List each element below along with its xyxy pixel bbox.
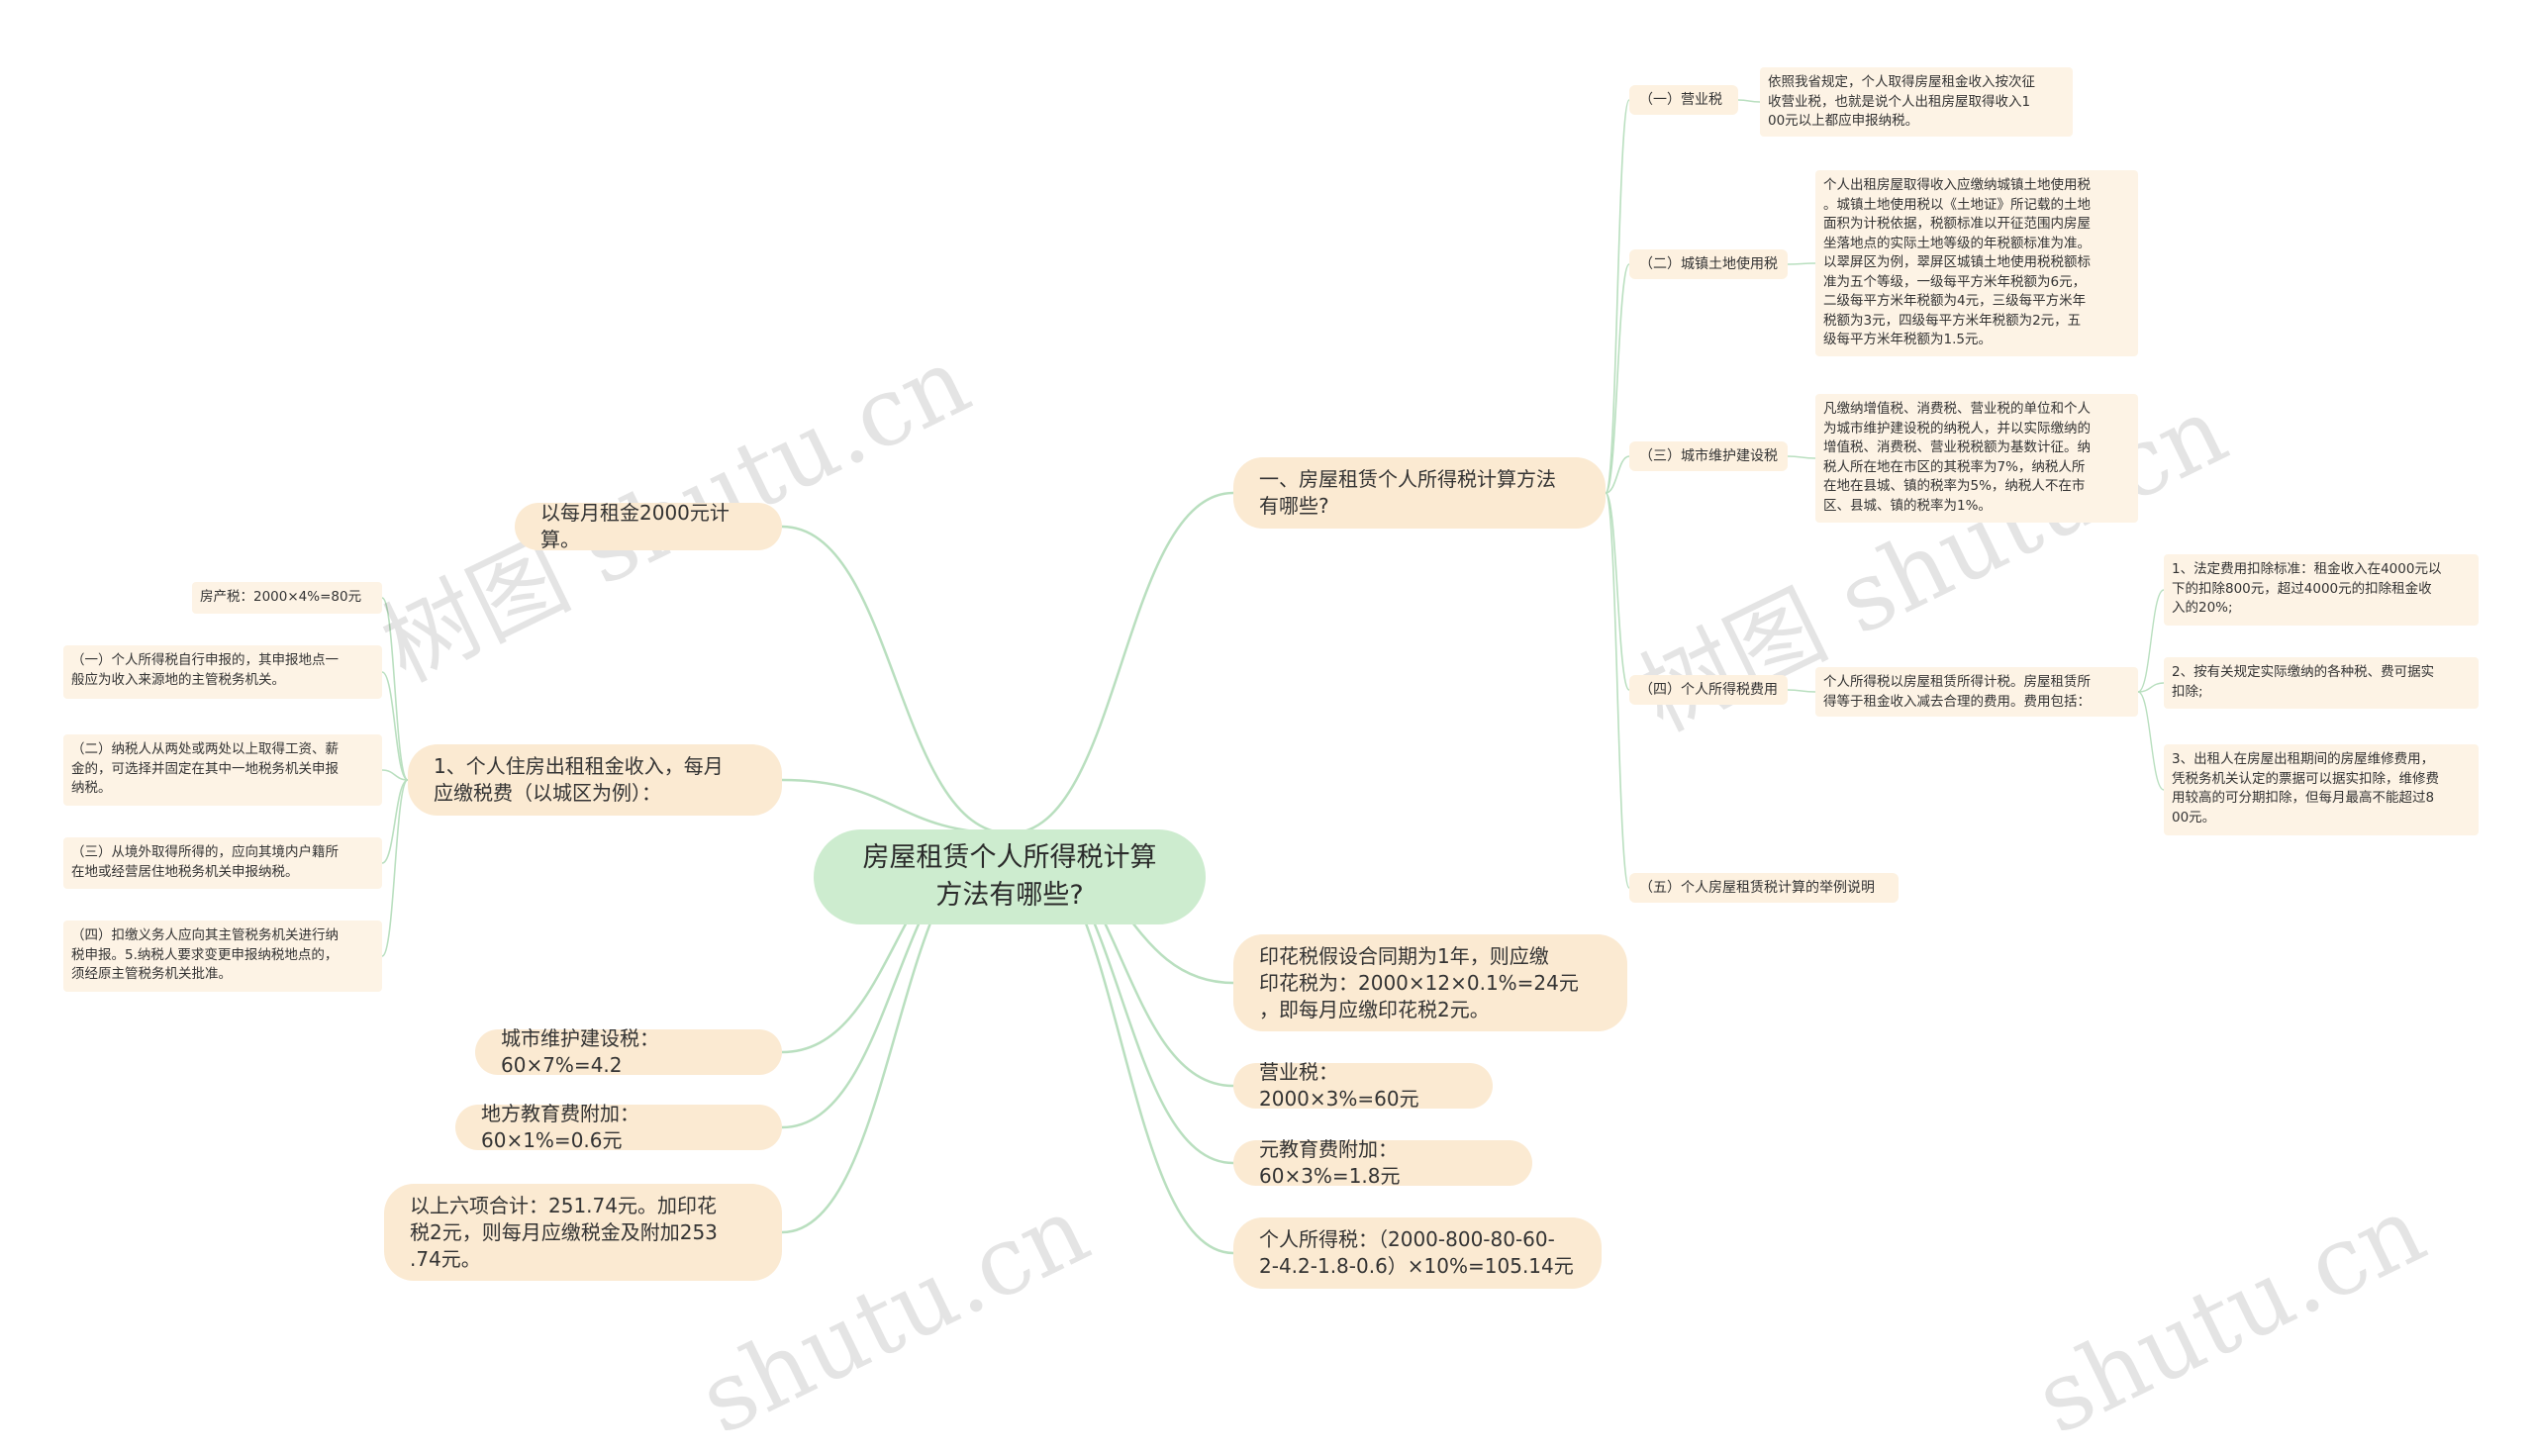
- connector-line: [1787, 689, 1816, 693]
- detail-city-maintenance-tax[interactable]: 凡缴纳增值税、消费税、营业税的单位和个人 为城市维护建设税的纳税人，并以实际缴纳…: [1815, 394, 2138, 523]
- connector-line: [1605, 492, 1630, 691]
- topic-text: 以每月租金2000元计算。: [540, 501, 730, 551]
- section-city-maintenance-tax[interactable]: （三）城市维护建设税: [1629, 441, 1788, 471]
- topic-text: 地方教育费附加：60×1%=0.6元: [481, 1102, 639, 1152]
- leaf-property-tax[interactable]: 房产税：2000×4%=80元: [192, 582, 382, 614]
- deduction-taxes-fees[interactable]: 2、按有关规定实际缴纳的各种税、费可据实 扣除;: [2164, 657, 2479, 709]
- topic-local-education-fee[interactable]: 地方教育费附加：60×1%=0.6元: [455, 1102, 782, 1152]
- topic-education-fee[interactable]: 元教育费附加：60×3%=1.8元: [1233, 1137, 1532, 1188]
- topic-calculation-method[interactable]: 一、房屋租赁个人所得税计算方法 有哪些?: [1233, 457, 1606, 529]
- topic-text: 印花税假设合同期为1年，则应缴 印花税为：2000×12×0.1%=24元 ，即…: [1259, 943, 1579, 1021]
- connector-line: [381, 769, 409, 781]
- topic-total[interactable]: 以上六项合计：251.74元。加印花 税2元，则每月应缴税金及附加253 .74…: [384, 1184, 782, 1281]
- topic-city-maintenance-tax[interactable]: 城市维护建设税：60×7%=4.2: [475, 1026, 782, 1077]
- detail-business-tax[interactable]: 依照我省规定，个人取得房屋租金收入按次征 收营业税，也就是说个人出租房屋取得收入…: [1760, 67, 2073, 137]
- root-topic-text: 房屋租赁个人所得税计算 方法有哪些?: [862, 842, 1157, 911]
- topic-monthly-rent[interactable]: 以每月租金2000元计算。: [515, 501, 782, 551]
- topic-text: 以上六项合计：251.74元。加印花 税2元，则每月应缴税金及附加253 .74…: [410, 1193, 718, 1271]
- topic-text: 元教育费附加：60×3%=1.8元: [1259, 1137, 1401, 1188]
- topic-income-tax[interactable]: 个人所得税：（2000-800-80-60- 2-4.2-1.8-0.6）×10…: [1233, 1217, 1602, 1289]
- connector-line: [1737, 99, 1761, 103]
- leaf-overseas-income[interactable]: （三）从境外取得所得的，应向其境内户籍所 在地或经营居住地税务机关申报纳税。: [63, 837, 382, 889]
- detail-land-use-tax[interactable]: 个人出租房屋取得收入应缴纳城镇土地使用税 。城镇土地使用税以《土地证》所记载的土…: [1815, 170, 2138, 356]
- connector-line: [2137, 589, 2165, 693]
- connector-line: [381, 779, 409, 957]
- section-income-tax-expenses[interactable]: （四）个人所得税费用: [1629, 675, 1788, 705]
- topic-text: 一、房屋租赁个人所得税计算方法 有哪些?: [1259, 467, 1556, 518]
- section-example[interactable]: （五）个人房屋租赁税计算的举例说明: [1629, 873, 1899, 903]
- connector-line: [381, 597, 409, 781]
- topic-text: 城市维护建设税：60×7%=4.2: [501, 1026, 659, 1077]
- connector-line: [381, 671, 409, 781]
- connector-line: [1605, 492, 1630, 889]
- topic-business-tax[interactable]: 营业税：2000×3%=60元: [1233, 1060, 1493, 1111]
- topic-text: 1、个人住房出租租金收入，每月 应缴税费（以城区为例）：: [434, 754, 724, 805]
- leaf-multiple-salary[interactable]: （二）纳税人从两处或两处以上取得工资、薪 金的，可选择并固定在其中一地税务机关申…: [63, 734, 382, 806]
- connector-line: [2137, 691, 2165, 791]
- section-business-tax[interactable]: （一）营业税: [1629, 85, 1738, 115]
- connector-line: [2137, 682, 2165, 693]
- mindmap-canvas: 树图 shutu.cn 树图 shutu.cn shutu.cn shutu.c…: [63, 67, 2479, 1456]
- topic-text: 营业税：2000×3%=60元: [1259, 1060, 1419, 1111]
- topic-stamp-tax[interactable]: 印花税假设合同期为1年，则应缴 印花税为：2000×12×0.1%=24元 ，即…: [1233, 934, 1627, 1031]
- deduction-statutory[interactable]: 1、法定费用扣除标准：租金收入在4000元以 下的扣除800元，超过4000元的…: [2164, 554, 2479, 626]
- deduction-maintenance[interactable]: 3、出租人在房屋出租期间的房屋维修费用， 凭税务机关认定的票据可以据实扣除，维修…: [2164, 744, 2479, 835]
- leaf-withholding-agent[interactable]: （四）扣缴义务人应向其主管税务机关进行纳 税申报。5.纳税人要求变更申报纳税地点…: [63, 921, 382, 992]
- topic-text: 个人所得税：（2000-800-80-60- 2-4.2-1.8-0.6）×10…: [1259, 1227, 1574, 1278]
- section-land-use-tax[interactable]: （二）城镇土地使用税: [1629, 249, 1788, 279]
- connector-line: [781, 778, 1011, 835]
- connector-line: [1787, 455, 1816, 459]
- leaf-self-declaration[interactable]: （一）个人所得税自行申报的，其申报地点一 般应为收入来源地的主管税务机关。: [63, 645, 382, 699]
- connector-line: [1605, 99, 1630, 494]
- connector-line: [1605, 263, 1630, 494]
- detail-income-tax-expenses[interactable]: 个人所得税以房屋租赁所得计税。房屋租赁所 得等于租金收入减去合理的费用。费用包括…: [1815, 667, 2138, 717]
- connector-line: [1009, 491, 1234, 835]
- connector-line: [1605, 455, 1630, 494]
- connector-line: [781, 525, 1011, 835]
- connector-line: [1787, 262, 1816, 265]
- connector-line: [381, 779, 409, 864]
- topic-personal-rent[interactable]: 1、个人住房出租租金收入，每月 应缴税费（以城区为例）：: [408, 744, 782, 816]
- root-topic[interactable]: 房屋租赁个人所得税计算 方法有哪些?: [814, 829, 1206, 924]
- watermark: shutu.cn: [2019, 1174, 2442, 1456]
